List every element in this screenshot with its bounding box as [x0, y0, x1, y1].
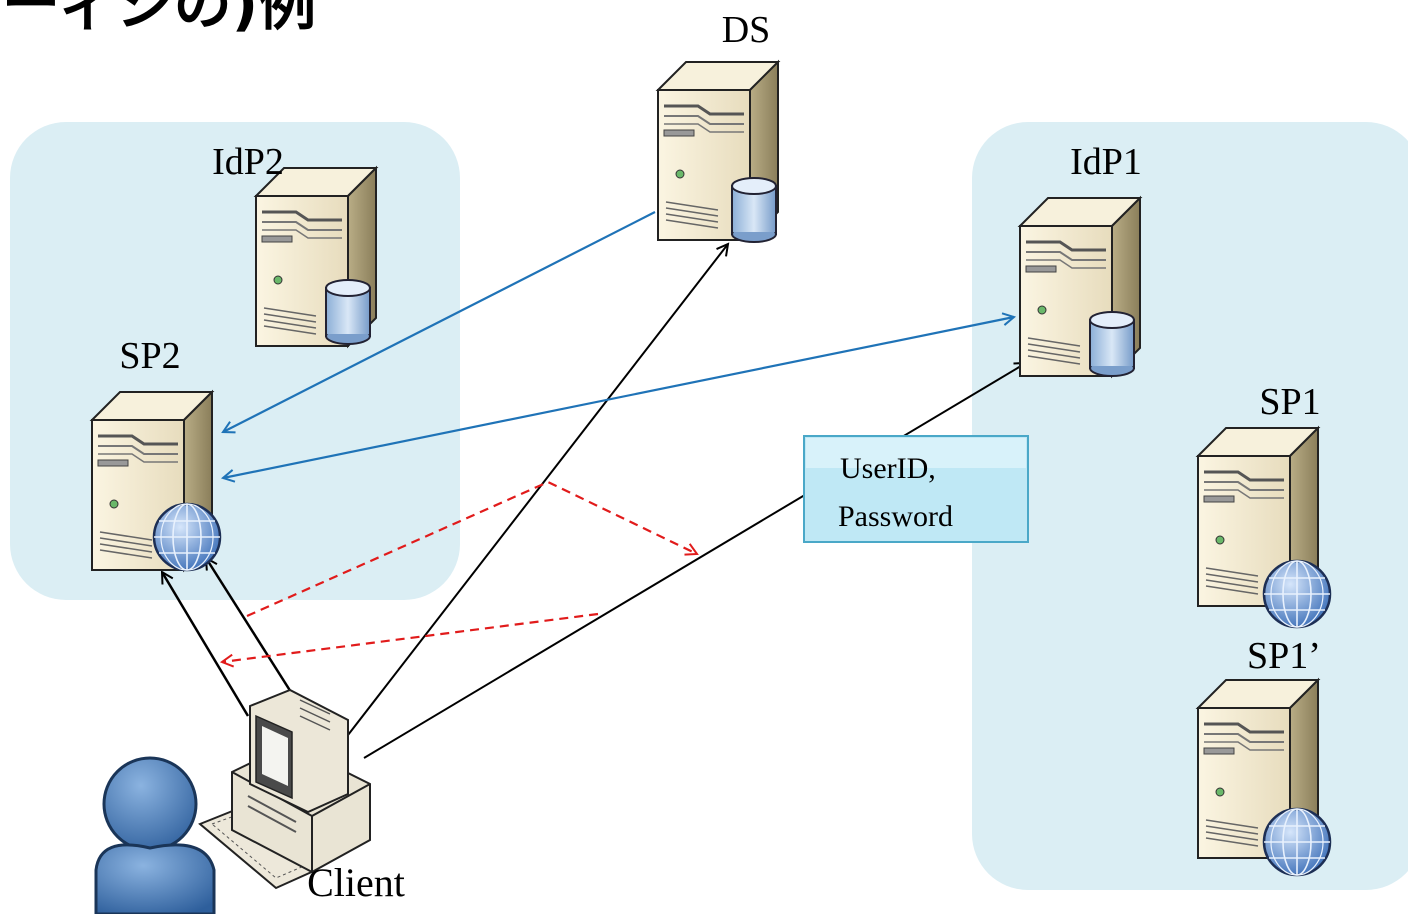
arrow-sp2-idp1: [223, 317, 1014, 478]
label-ds: DS: [722, 9, 771, 51]
user-person-icon: [94, 756, 216, 914]
ds-server: [656, 60, 780, 243]
client-computer: [198, 688, 371, 890]
title-fragment: ーィシの)例: [2, 0, 316, 38]
label-sp1-prime: SP1’: [1247, 635, 1321, 677]
label-sp1: SP1: [1259, 381, 1320, 423]
database-icon: [731, 177, 777, 243]
idp1-server: [1018, 196, 1142, 378]
arrow-client-to-sp2-a: [160, 572, 250, 717]
sp1-server: [1196, 426, 1332, 629]
sp1-prime-server: [1196, 678, 1332, 877]
database-icon: [325, 279, 371, 345]
idp2-server: [254, 166, 378, 348]
callout-line-1: UserID,: [840, 452, 936, 485]
globe-icon: [152, 502, 222, 572]
globe-icon: [1262, 807, 1332, 877]
label-client: Client: [307, 860, 405, 905]
database-icon: [1089, 311, 1135, 377]
arrow-client-to-sp2-b: [206, 558, 298, 701]
federation-region-left: [10, 122, 460, 600]
redirect-dashed-lower: [222, 612, 599, 662]
callout-line-2: Password: [838, 500, 953, 533]
credentials-callout: UserID, Password: [803, 435, 1029, 543]
label-sp2: SP2: [119, 335, 180, 377]
globe-icon: [1262, 559, 1332, 629]
arrow-client-to-idp1: [363, 363, 1026, 759]
label-idp1: IdP1: [1070, 141, 1142, 183]
label-idp2: IdP2: [212, 141, 284, 183]
redirect-dashed-upper: [246, 480, 697, 618]
sp2-server: [90, 390, 222, 572]
